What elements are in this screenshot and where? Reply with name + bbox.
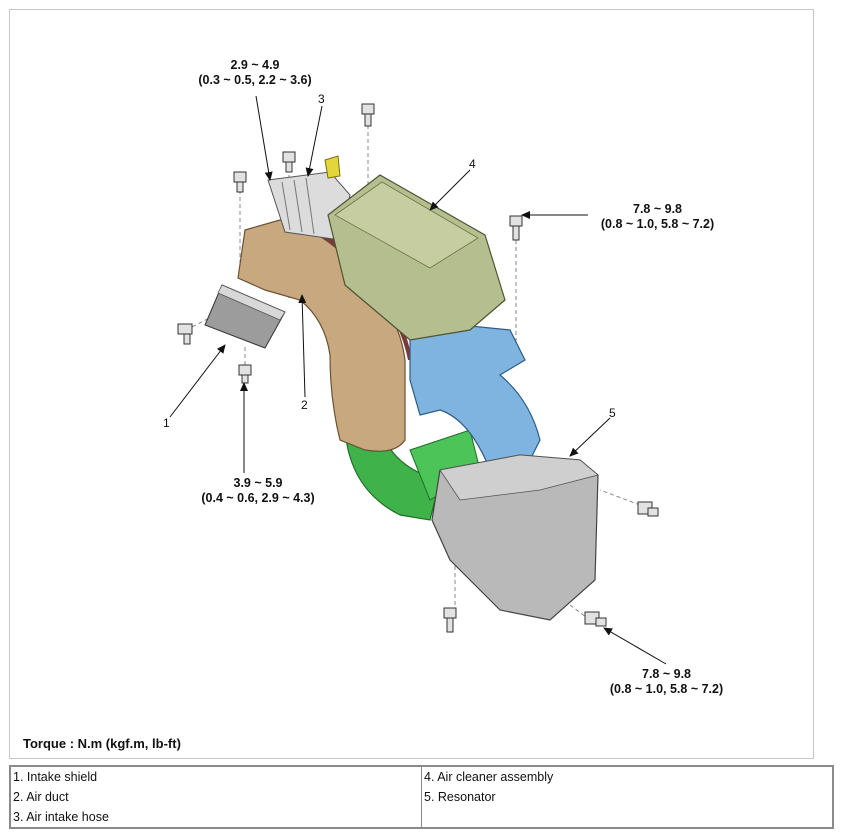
legend-item: 3. Air intake hose [13,810,109,824]
leader-2 [298,294,307,398]
callout-2: 2 [301,398,308,412]
resonator-top [439,454,599,501]
sensor-connector-yellow [324,155,341,179]
leader-3 [305,105,323,177]
torque-label-top: 2.9 ~ 4.9 (0.3 ~ 0.5, 2.2 ~ 3.6) [198,58,312,87]
torque-label-lower-left: 3.9 ~ 5.9 (0.4 ~ 0.6, 2.9 ~ 4.3) [201,476,315,505]
torque-label-lower-right: 7.8 ~ 9.8 (0.8 ~ 1.0, 5.8 ~ 7.2) [609,667,724,696]
legend-item: 5. Resonator [424,790,496,804]
legend-item: 2. Air duct [13,790,69,804]
legend-column-right: 4. Air cleaner assembly 5. Resonator [421,765,834,829]
bolt-upper-right [509,215,523,241]
bolt-right [637,501,659,517]
bolt-upper-left-1 [282,151,296,173]
bolt-upper-left-2 [233,171,247,193]
legend-column-left: 1. Intake shield 2. Air duct 3. Air inta… [9,765,422,829]
bolt-left [177,323,193,345]
parts-legend-table: 1. Intake shield 2. Air duct 3. Air inta… [9,765,834,829]
leader-5 [569,417,611,457]
callout-3: 3 [318,92,325,106]
leader-4 [429,169,471,211]
legend-item: 4. Air cleaner assembly [424,770,554,784]
torque-unit-note: Torque : N.m (kgf.m, lb-ft) [23,736,181,751]
bolts [177,103,659,633]
bolt-lower-right [584,611,607,627]
legend-item: 1. Intake shield [13,770,98,784]
callout-4: 4 [469,157,476,171]
air-cleaner-cover-top [334,181,479,269]
leader-torque-lower-right [603,627,667,665]
leader-1 [169,344,226,418]
bolt-lower-middle [443,607,457,633]
bolt-lower-left [238,364,252,384]
air-intake-hose-lower [344,429,441,521]
intake-shield-grille [217,284,286,321]
callout-5: 5 [609,406,616,420]
hose-ribs [281,177,315,235]
leader-torque-top [255,95,273,181]
bolt-top-center [361,103,375,127]
callout-1: 1 [163,416,170,430]
leader-lines [169,95,667,665]
torque-label-upper-right: 7.8 ~ 9.8 (0.8 ~ 1.0, 5.8 ~ 7.2) [600,202,715,231]
